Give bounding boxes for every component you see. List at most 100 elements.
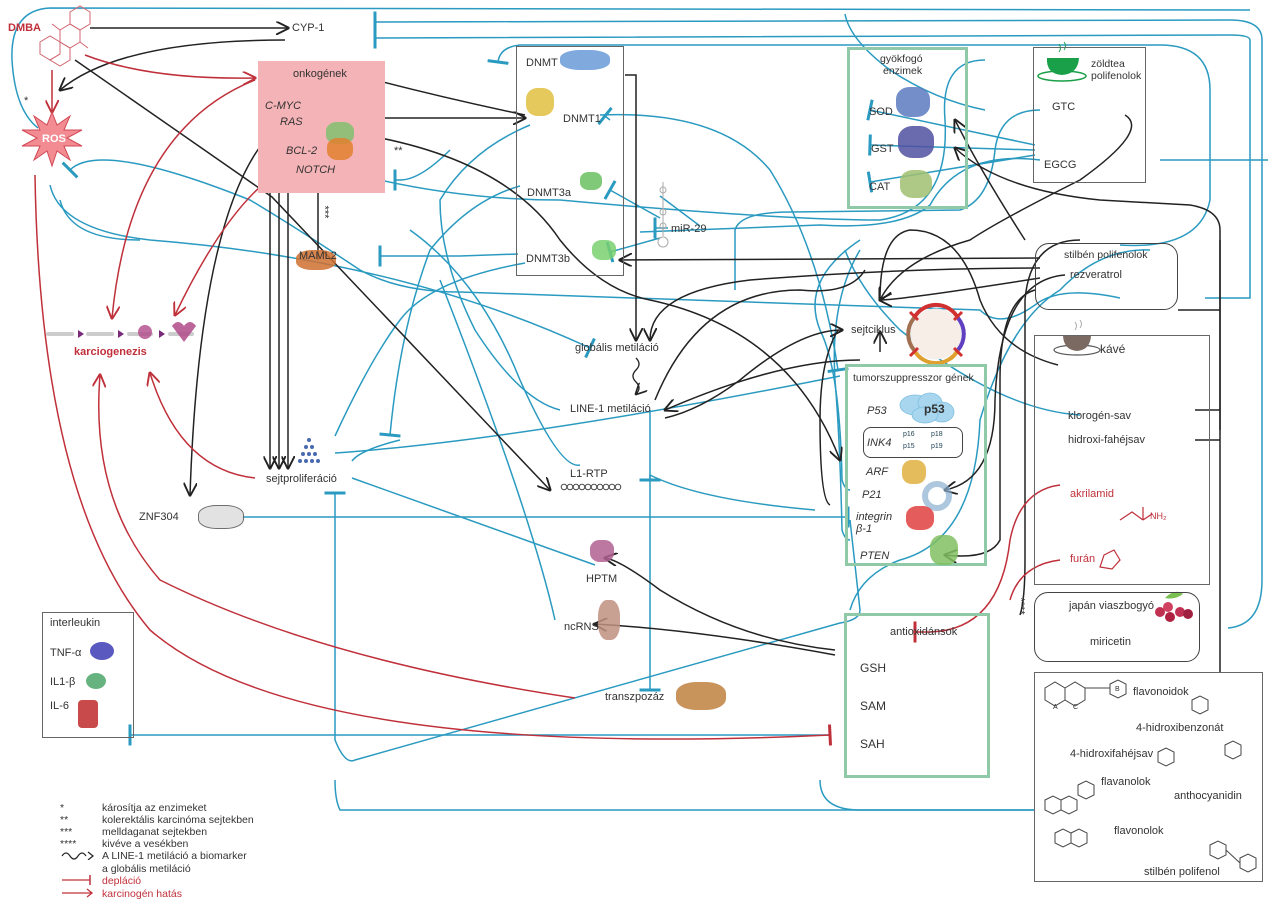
dmba-molecule-icon	[39, 5, 91, 67]
onkogenek-box	[258, 61, 385, 193]
tumorszuppresszor-title: tumorszuppresszor gének	[853, 372, 974, 384]
l1rtp-label: L1-RTP	[570, 468, 608, 480]
ring-label-c: C	[1073, 704, 1079, 711]
gyokfogo-title-2: enzimek	[883, 65, 923, 77]
annotation-star2: **	[394, 145, 403, 157]
flavonoid-structures-icon	[1044, 679, 1257, 873]
carcinogen-lines	[34, 54, 1061, 746]
flav-item-flavonoidok: flavonoidok	[1133, 686, 1189, 698]
edge-cyp1-ros	[60, 39, 286, 90]
annotation-star4: ****	[1014, 597, 1027, 615]
flav-item-stilben-polifenol: stilbén polifenol	[1144, 866, 1220, 878]
hptm-protein-icon	[590, 540, 614, 562]
ink4-badge-p16: p16	[903, 431, 915, 438]
edge-dmba-onkogenek	[84, 54, 255, 78]
tumorsz-item-p53: P53	[867, 405, 887, 417]
sejtproliferacio-label: sejtproliferáció	[266, 473, 337, 485]
wavy-arrow-global-line1	[632, 357, 639, 394]
legend-text: depláció	[102, 875, 142, 887]
flav-item-flavanolok: flavanolok	[1101, 776, 1151, 788]
bayberry-fruit-icon	[1155, 591, 1193, 622]
kave-carcinogen-furan: furán	[1070, 553, 1096, 565]
interleukin-box	[42, 612, 134, 738]
flav-item-flavonolok: flavonolok	[1114, 825, 1164, 837]
bcl2-protein-icon	[327, 138, 353, 160]
legend-mark: ****	[60, 838, 77, 850]
dnmt-box	[516, 46, 624, 276]
legend-text: károsítja az enzimeket	[102, 802, 207, 814]
cat-protein-icon	[900, 170, 932, 198]
globalis-metilacio-label: globális metiláció	[575, 342, 659, 354]
edge-to-sod	[955, 120, 1026, 241]
ros-starburst-icon	[21, 110, 83, 168]
zoldtea-title-1: zöldtea	[1091, 58, 1125, 70]
flavonoid-box	[1034, 672, 1263, 882]
notch-label: NOTCH	[296, 164, 336, 176]
legend-text: kivéve a vesékben	[102, 838, 189, 850]
mir29-label: miR-29	[671, 223, 707, 235]
legend: *károsítja az enzimeket **kolerektális k…	[60, 802, 254, 901]
edge-ros-depl	[34, 174, 832, 746]
antiox-item-sam: SAM	[860, 699, 887, 713]
red-arrow-legend-icon	[60, 888, 96, 901]
l1rtp-beads-icon	[560, 483, 622, 491]
dnmt1-protein-icon	[526, 88, 554, 116]
karciogenezis-progression-icon	[46, 322, 196, 342]
edge-to-line1	[665, 359, 861, 410]
legend-row: ***melldaganat sejtekben	[60, 826, 254, 838]
edge-to-dnmt	[487, 44, 1211, 247]
green-tea-cup-icon	[1037, 41, 1087, 82]
legend-row: karcinogén hatás	[60, 888, 254, 901]
edge-mir29-dnmt3a	[603, 180, 661, 219]
kave-box	[1034, 335, 1210, 585]
transzpozaz-label: transzpozáz	[605, 691, 665, 703]
karciogenezis-label: karciogenezis	[74, 346, 147, 358]
kave-carcinogen-akrilamid: akrilamid	[1070, 488, 1115, 500]
legend-row: a globális metiláció	[60, 863, 254, 875]
onkogenek-label: onkogének	[293, 68, 347, 80]
cmyc-label: C-MYC	[265, 100, 302, 112]
red-inhibit-legend-icon	[60, 875, 96, 888]
edge-sejtprolif-tumorsz	[334, 375, 841, 454]
cyp1-label: CYP-1	[292, 22, 325, 34]
gyokfogo-enzimek-box	[847, 47, 968, 209]
antioxidansok-box	[844, 613, 990, 778]
gyokfogo-item-gst: GST	[871, 143, 894, 155]
edge-dmba-l1rtp	[74, 59, 550, 490]
dnmt-protein-icon	[560, 50, 610, 70]
maml2-label: MAML2	[299, 250, 337, 262]
edge-ras-znf304	[190, 127, 277, 495]
antiox-item-gsh: GSH	[860, 661, 887, 675]
znf304-label: ZNF304	[139, 511, 179, 523]
znf304-protein-icon	[198, 505, 244, 529]
hptm-label: HPTM	[586, 573, 618, 585]
edge-to-globalis	[49, 184, 596, 359]
ring-label-a: A	[1053, 704, 1058, 711]
ras-label: RAS	[280, 116, 303, 128]
edge-to-l1rtp	[639, 473, 816, 511]
edge-to-cyp1-b	[373, 27, 1251, 299]
japan-viaszbogyo-box	[1034, 592, 1200, 662]
legend-row: depláció	[60, 875, 254, 888]
ncrns-structure-icon	[598, 600, 620, 640]
tumorsz-item-ink4: INK4	[867, 437, 892, 449]
mir29-hairpin-icon	[657, 182, 669, 248]
antiox-item-sah: SAH	[860, 737, 885, 751]
arf-protein-icon	[902, 460, 926, 484]
akrilamid-formula: NH₂	[1150, 511, 1167, 521]
transzpozaz-protein-icon	[676, 682, 726, 710]
ring-label-b: B	[1115, 686, 1120, 693]
line1-metilacio-label: LINE-1 metiláció	[570, 403, 651, 415]
gyokfogo-title-1: gyökfogó	[880, 53, 923, 65]
edge-ras-arf	[329, 129, 840, 460]
p53-protein-icon	[899, 392, 955, 424]
kave-item-klorogen: klorogén-sav	[1068, 410, 1131, 422]
edge-to-cyp1-a	[373, 11, 1263, 629]
tumorszuppresszor-box	[845, 364, 987, 566]
edge-dnmt1-to-tumorszupp	[599, 113, 849, 374]
edge-to-ros	[61, 159, 1121, 320]
dnmt1-label: DNMT1	[563, 113, 601, 125]
edge-onkogenek-karc	[112, 79, 256, 318]
pten-protein-icon	[930, 535, 958, 565]
